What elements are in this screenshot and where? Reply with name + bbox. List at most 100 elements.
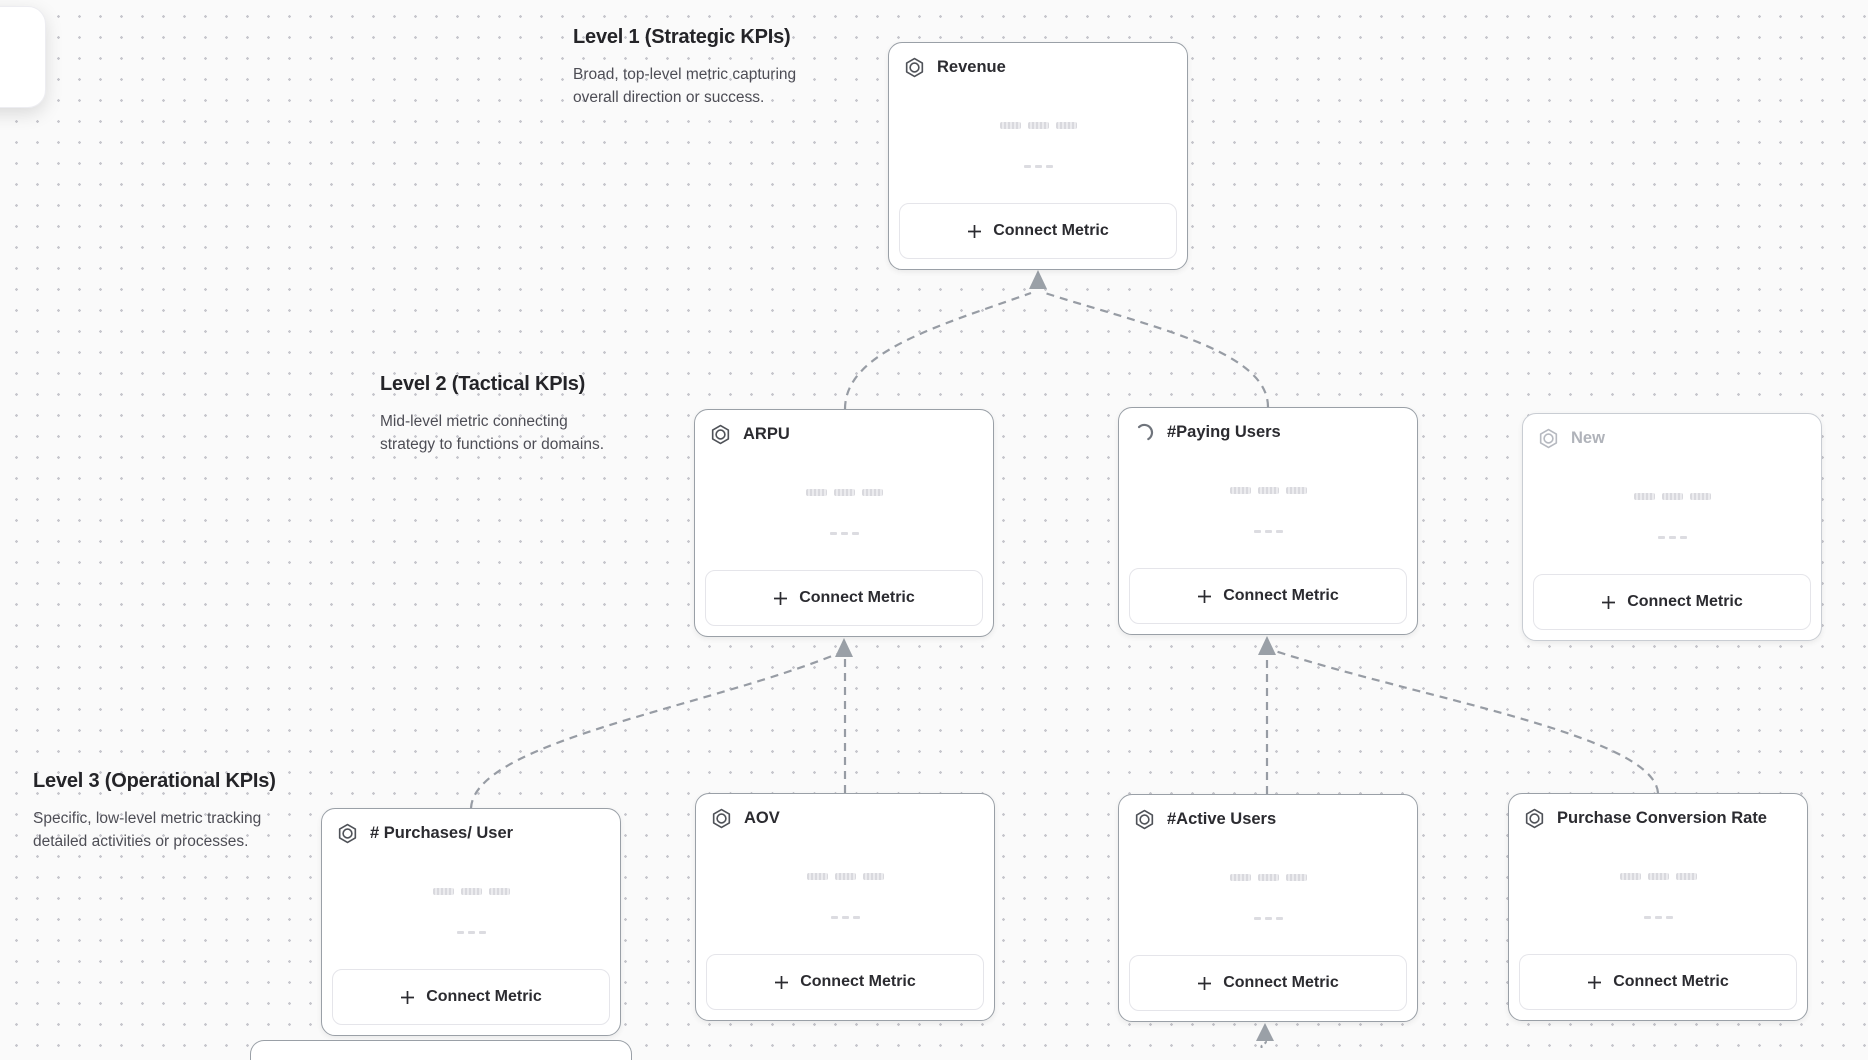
skeleton-dash xyxy=(841,916,849,919)
plus-icon xyxy=(1198,589,1212,603)
skeleton-bar xyxy=(861,489,883,496)
skeleton-placeholder xyxy=(695,532,993,535)
connect-metric-button[interactable]: Connect Metric xyxy=(332,969,610,1025)
skeleton-placeholder xyxy=(889,165,1187,168)
skeleton-bar xyxy=(1229,487,1251,494)
skeleton-placeholder xyxy=(696,916,994,919)
card-title: ARPU xyxy=(743,425,790,443)
canvas-toolbar-panel[interactable] xyxy=(0,6,46,108)
skeleton-placeholder xyxy=(1509,916,1807,919)
skeleton-bar xyxy=(1055,122,1077,129)
connect-metric-label: Connect Metric xyxy=(1223,974,1339,991)
skeleton-dash xyxy=(1665,916,1673,919)
skeleton-placeholder xyxy=(322,931,620,934)
skeleton-bar xyxy=(999,122,1021,129)
skeleton-bar xyxy=(805,489,827,496)
level-1-label: Level 1 (Strategic KPIs) Broad, top-leve… xyxy=(573,26,796,109)
skeleton-dash xyxy=(456,931,464,934)
metric-card-purchase-conversion-rate[interactable]: Purchase Conversion Rate Connect Metric xyxy=(1508,793,1808,1021)
skeleton-placeholder xyxy=(322,888,620,895)
metric-card-arpu[interactable]: ARPU Connect Metric xyxy=(694,409,994,637)
connect-metric-button[interactable]: Connect Metric xyxy=(1129,568,1407,624)
connect-metric-label: Connect Metric xyxy=(800,973,916,990)
metric-card-paying-users[interactable]: #Paying Users Connect Metric xyxy=(1118,407,1418,635)
metric-card-purchases-per-user[interactable]: # Purchases/ User Connect Metric xyxy=(321,808,621,1036)
edge-offscreen-activeusers[interactable] xyxy=(1260,1039,1267,1048)
skeleton-bar xyxy=(1229,874,1251,881)
level-2-label: Level 2 (Tactical KPIs) Mid-level metric… xyxy=(380,373,604,456)
skeleton-dash xyxy=(830,916,838,919)
skeleton-bar xyxy=(1661,493,1683,500)
arrowhead-into-arpu xyxy=(835,638,853,657)
connect-metric-button[interactable]: Connect Metric xyxy=(899,203,1177,259)
connect-metric-label: Connect Metric xyxy=(1613,973,1729,990)
card-header: #Paying Users xyxy=(1134,422,1281,443)
connect-metric-button[interactable]: Connect Metric xyxy=(1519,954,1797,1010)
card-header: New xyxy=(1538,428,1605,449)
card-title: #Paying Users xyxy=(1167,423,1281,441)
card-title: Revenue xyxy=(937,58,1006,76)
skeleton-dash xyxy=(1023,165,1031,168)
connect-metric-button[interactable]: Connect Metric xyxy=(1129,955,1407,1011)
skeleton-bar xyxy=(862,873,884,880)
plus-icon xyxy=(1198,976,1212,990)
connect-metric-label: Connect Metric xyxy=(1223,587,1339,604)
metric-card-aov[interactable]: AOV Connect Metric xyxy=(695,793,995,1021)
plus-icon xyxy=(401,990,415,1004)
level-3-description: Specific, low-level metric tracking deta… xyxy=(33,810,262,850)
metric-card-revenue[interactable]: Revenue Connect Metric xyxy=(888,42,1188,270)
skeleton-placeholder xyxy=(1509,873,1807,880)
skeleton-dash xyxy=(851,532,859,535)
metric-hexagon-icon xyxy=(338,823,357,844)
edge-arpu-revenue[interactable] xyxy=(843,291,1032,410)
metric-hexagon-icon xyxy=(1539,428,1558,449)
connect-metric-label: Connect Metric xyxy=(1627,593,1743,610)
card-title: AOV xyxy=(744,809,780,827)
metric-card-new[interactable]: New Connect Metric xyxy=(1522,413,1822,641)
connect-metric-button[interactable]: Connect Metric xyxy=(705,570,983,626)
skeleton-bar xyxy=(1285,874,1307,881)
skeleton-bar xyxy=(1257,487,1279,494)
metric-hexagon-icon xyxy=(1135,809,1154,830)
skeleton-placeholder xyxy=(1119,530,1417,533)
connect-metric-label: Connect Metric xyxy=(799,589,915,606)
edge-payingusers-revenue[interactable] xyxy=(1044,291,1270,408)
metric-hexagon-icon xyxy=(905,57,924,78)
connect-metric-button[interactable]: Connect Metric xyxy=(706,954,984,1010)
skeleton-dash xyxy=(1275,917,1283,920)
plus-icon xyxy=(774,591,788,605)
skeleton-placeholder xyxy=(1119,917,1417,920)
skeleton-bar xyxy=(833,489,855,496)
skeleton-dash xyxy=(478,931,486,934)
card-header: Purchase Conversion Rate xyxy=(1524,808,1767,829)
skeleton-dash xyxy=(1253,530,1261,533)
skeleton-bar xyxy=(1619,873,1641,880)
skeleton-dash xyxy=(1034,165,1042,168)
card-header: AOV xyxy=(711,808,780,829)
skeleton-dash xyxy=(1654,916,1662,919)
level-2-heading: Level 2 (Tactical KPIs) xyxy=(380,373,586,395)
metric-card-partial-offscreen[interactable] xyxy=(250,1040,632,1060)
plus-icon xyxy=(1602,595,1616,609)
skeleton-dash xyxy=(1679,536,1687,539)
skeleton-placeholder xyxy=(695,489,993,496)
card-header: #Active Users xyxy=(1134,809,1276,830)
edge-pcr-payingusers[interactable] xyxy=(1271,648,1660,794)
skeleton-bar xyxy=(432,888,454,895)
skeleton-dash xyxy=(1264,530,1272,533)
skeleton-bar xyxy=(1027,122,1049,129)
skeleton-bar xyxy=(1689,493,1711,500)
skeleton-dash xyxy=(840,532,848,535)
spinner-icon xyxy=(1137,423,1154,441)
metric-card-active-users[interactable]: #Active Users Connect Metric xyxy=(1118,794,1418,1022)
connect-metric-button[interactable]: Connect Metric xyxy=(1533,574,1811,630)
edge-purchases-arpu[interactable] xyxy=(469,652,838,809)
plus-icon xyxy=(968,224,982,238)
skeleton-placeholder xyxy=(1119,874,1417,881)
skeleton-bar xyxy=(1285,487,1307,494)
skeleton-placeholder xyxy=(1523,493,1821,500)
card-header: ARPU xyxy=(710,424,790,445)
skeleton-dash xyxy=(1045,165,1053,168)
skeleton-placeholder xyxy=(696,873,994,880)
skeleton-bar xyxy=(1633,493,1655,500)
